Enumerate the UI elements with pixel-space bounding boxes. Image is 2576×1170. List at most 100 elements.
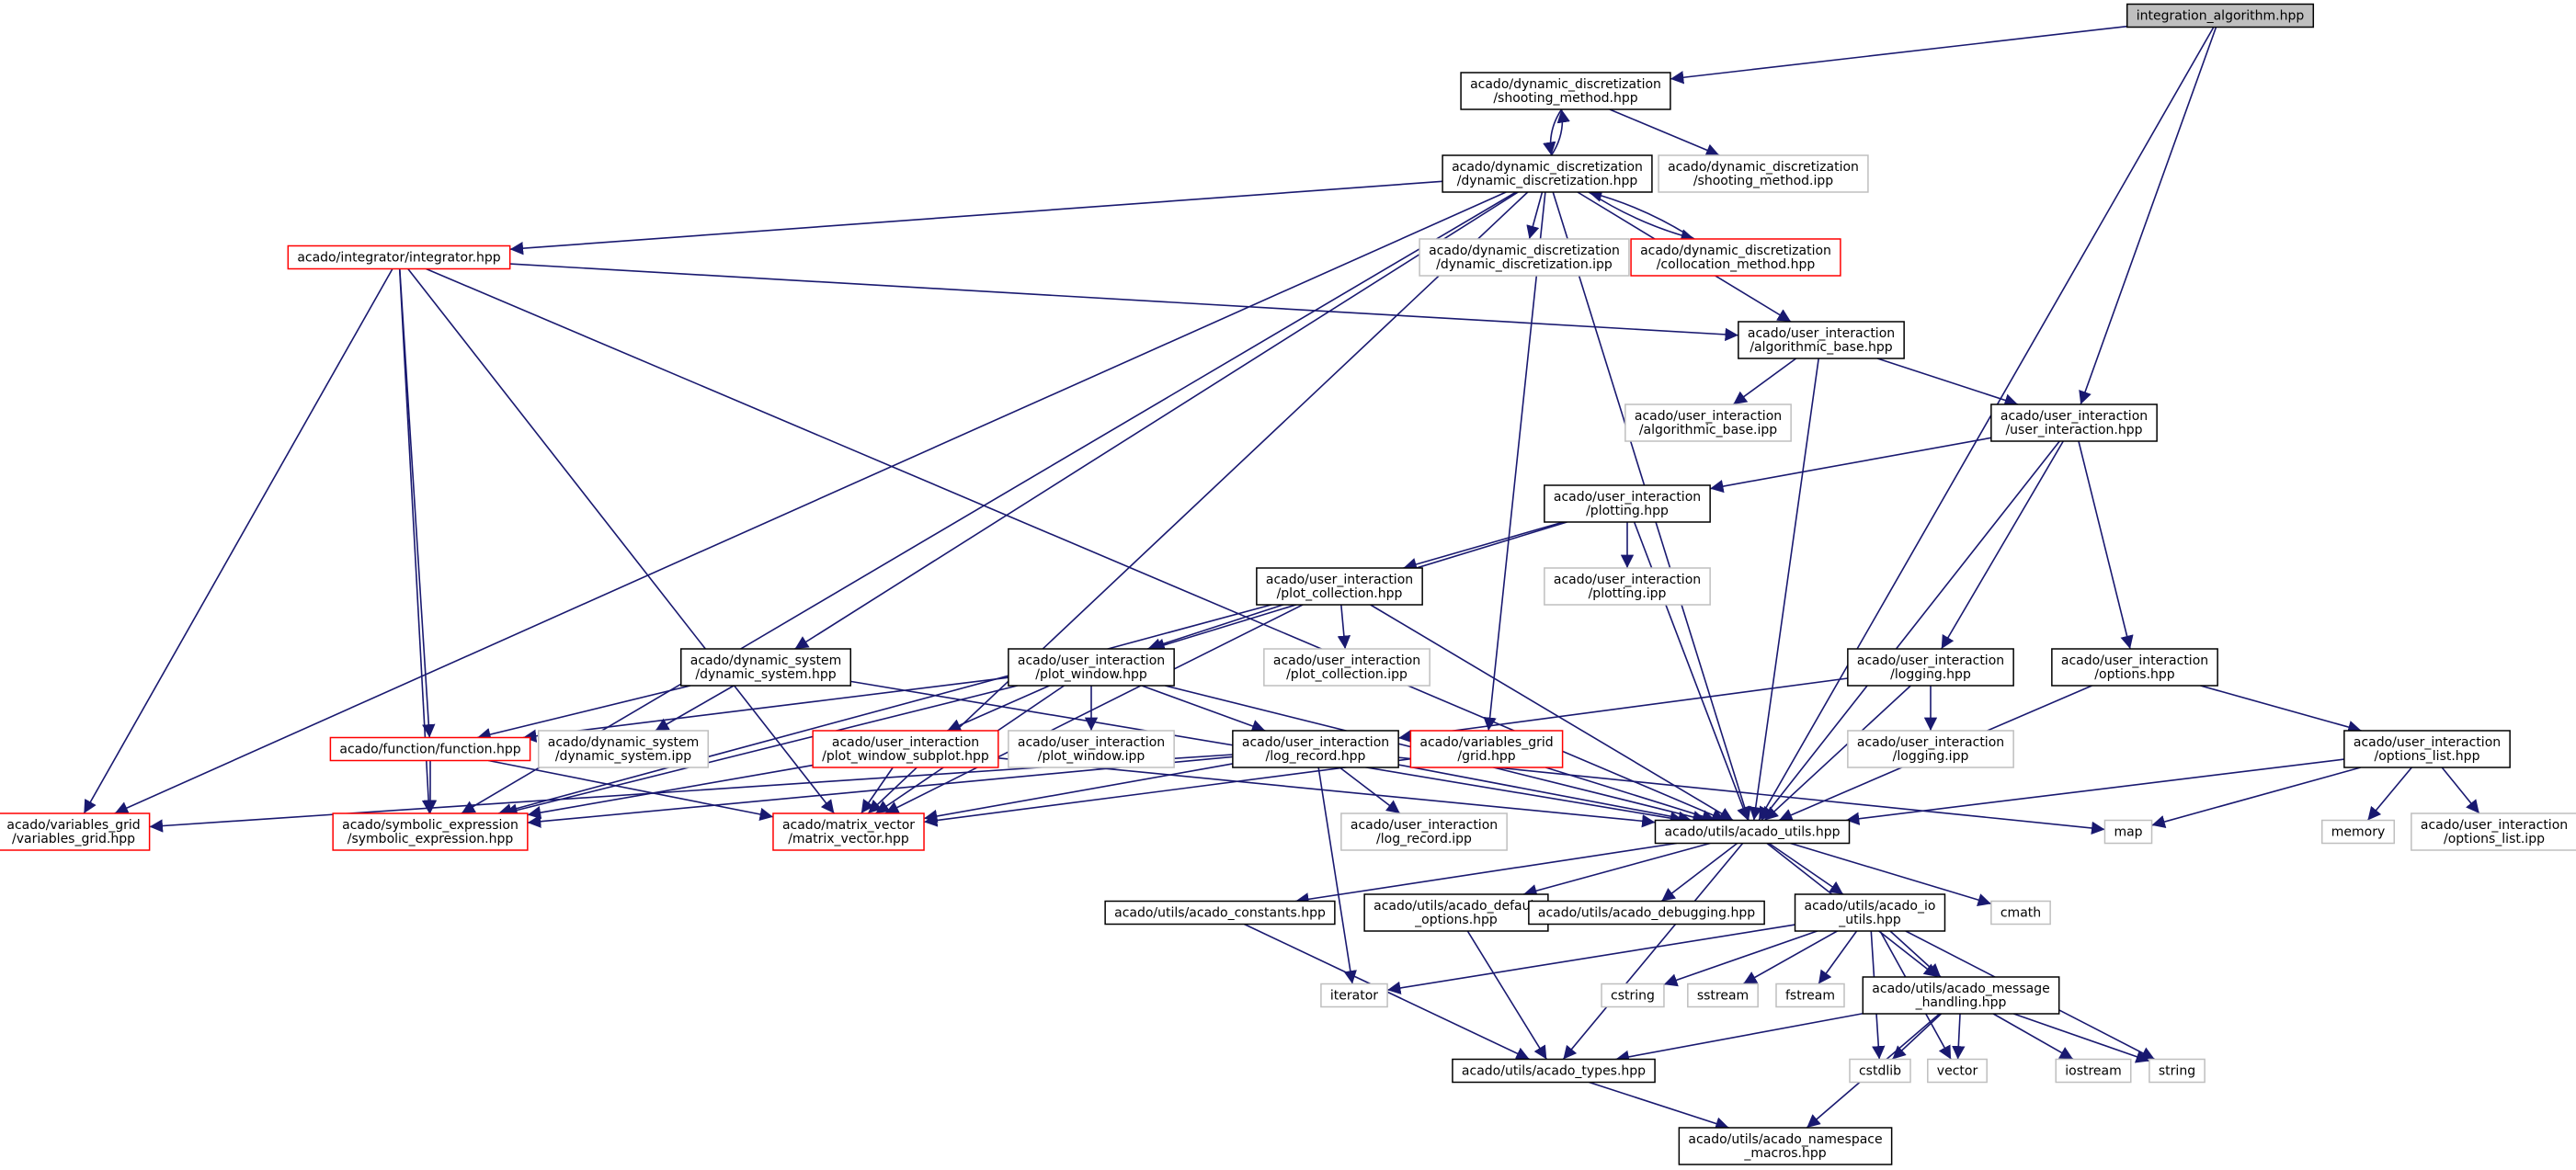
node-acado-dynamic-discretization-collocation-method-hpp[interactable]: acado/dynamic_discretization/collocation… xyxy=(1630,238,1841,277)
node-box xyxy=(287,244,511,270)
edge-logrec_hpp-to-logrec_ipp xyxy=(1339,767,1401,814)
node-acado-symbolic-expression-symbolic-expression-hpp[interactable]: acado/symbolic_expression/symbolic_expre… xyxy=(332,812,529,851)
node-box xyxy=(1104,900,1336,926)
node-box xyxy=(1678,1127,1893,1165)
node-box xyxy=(1008,730,1175,768)
node-acado-user-interaction-options-list-ipp: acado/user_interaction/options_list.ipp xyxy=(2411,812,2576,851)
edge-integrator-to-function xyxy=(398,268,436,738)
node-cmath: cmath xyxy=(1990,900,2051,926)
node-box xyxy=(2103,819,2153,845)
edge-integrator-to-symexpr xyxy=(398,268,436,814)
node-label-line: cstring xyxy=(1611,989,1655,1004)
node-acado-matrix-vector-matrix-vector-hpp[interactable]: acado/matrix_vector/matrix_vector.hpp xyxy=(772,812,925,851)
node-box xyxy=(772,812,925,851)
node-acado-utils-acado-constants-hpp[interactable]: acado/utils/acado_constants.hpp xyxy=(1104,900,1336,926)
edge-grid-to-utils xyxy=(1544,767,1716,824)
edge-algbase_hpp-to-algbase_ipp xyxy=(1732,358,1797,405)
node-box xyxy=(1847,648,2014,687)
node-label-line: acado/dynamic_system xyxy=(548,735,700,750)
node-label-line: /matrix_vector.hpp xyxy=(788,832,909,846)
edge-dynsys_hpp-to-dynsys_ipp xyxy=(655,685,735,732)
node-acado-utils-acado-debugging-hpp[interactable]: acado/utils/acado_debugging.hpp xyxy=(1528,900,1765,926)
node-acado-user-interaction-algorithmic-base-hpp[interactable]: acado/user_interaction/algorithmic_base.… xyxy=(1738,321,1905,359)
edge-function-to-matvec xyxy=(488,759,774,822)
node-label-line: acado/matrix_vector xyxy=(782,818,915,833)
node-label-line: integration_algorithm.hpp xyxy=(2137,9,2305,24)
edge-optlist_hpp-to-optlist_ipp xyxy=(2441,767,2480,814)
node-label-line: sstream xyxy=(1697,989,1749,1004)
node-label-line: acado/utils/acado_types.hpp xyxy=(1462,1064,1646,1079)
node-label-line: /options_list.hpp xyxy=(2375,749,2480,764)
node-acado-variables-grid-grid-hpp[interactable]: acado/variables_grid/grid.hpp xyxy=(1409,730,1564,768)
node-label-line: /plotting.hpp xyxy=(1586,504,1669,518)
node-acado-function-function-hpp[interactable]: acado/function/function.hpp xyxy=(329,736,531,762)
node-box xyxy=(1738,321,1905,359)
edge-utils-to-debugging xyxy=(1660,842,1738,903)
edge-ioutils-to-cstring xyxy=(1663,930,1818,987)
node-acado-utils-acado-io-utils-hpp[interactable]: acado/utils/acado_io_utils.hpp xyxy=(1794,893,1946,932)
edge-dyndisc_hpp-to-shooting_hpp xyxy=(1550,108,1570,156)
node-box xyxy=(1794,893,1946,932)
node-acado-user-interaction-plot-window-ipp: acado/user_interaction/plot_window.ipp xyxy=(1008,730,1175,768)
node-acado-user-interaction-plot-window-hpp[interactable]: acado/user_interaction/plot_window.hpp xyxy=(1008,648,1175,687)
node-acado-integrator-integrator-hpp[interactable]: acado/integrator/integrator.hpp xyxy=(287,244,511,270)
edge-ioutils-to-sstream xyxy=(1742,930,1838,985)
node-box xyxy=(329,736,531,762)
node-integration-algorithm-hpp[interactable]: integration_algorithm.hpp xyxy=(2126,3,2315,28)
node-label-line: vector xyxy=(1937,1064,1978,1079)
node-label-line: /algorithmic_base.ipp xyxy=(1639,423,1777,437)
node-label-line: acado/dynamic_discretization xyxy=(1429,244,1620,258)
node-label-line: map xyxy=(2114,825,2142,840)
node-label-line: string xyxy=(2159,1064,2195,1079)
node-acado-user-interaction-options-hpp[interactable]: acado/user_interaction/options.hpp xyxy=(2051,648,2218,687)
node-box xyxy=(1630,238,1841,277)
edge-userint-to-utils xyxy=(1761,440,2060,821)
node-label-line: /log_record.ipp xyxy=(1376,832,1472,846)
edge-logrec_hpp-to-utils xyxy=(1397,764,1693,824)
node-acado-user-interaction-plot-collection-hpp[interactable]: acado/user_interaction/plot_collection.h… xyxy=(1256,567,1423,606)
node-acado-user-interaction-options-list-hpp[interactable]: acado/user_interaction/options_list.hpp xyxy=(2343,730,2511,768)
edge-integrator-to-utils xyxy=(426,267,1726,822)
edge-optlist_hpp-to-memory xyxy=(2366,767,2412,822)
node-box xyxy=(680,648,851,687)
node-acado-utils-acado-message-handling-hpp[interactable]: acado/utils/acado_message_handling.hpp xyxy=(1862,976,2060,1015)
node-map: map xyxy=(2103,819,2153,845)
node-acado-utils-acado-utils-hpp[interactable]: acado/utils/acado_utils.hpp xyxy=(1654,819,1851,845)
node-acado-utils-acado-namespace-macros-hpp[interactable]: acado/utils/acado_namespace_macros.hpp xyxy=(1678,1127,1893,1165)
node-box xyxy=(1775,983,1845,1008)
node-acado-variables-grid-variables-grid-hpp[interactable]: acado/variables_grid/variables_grid.hpp xyxy=(0,812,151,851)
node-label-line: /dynamic_system.hpp xyxy=(695,667,836,682)
node-box xyxy=(2411,812,2576,851)
node-label-line: /log_record.hpp xyxy=(1266,749,1366,764)
node-box xyxy=(1624,403,1792,442)
node-box xyxy=(2051,648,2218,687)
node-acado-user-interaction-log-record-hpp[interactable]: acado/user_interaction/log_record.hpp xyxy=(1232,730,1399,768)
node-box xyxy=(0,812,151,851)
node-acado-user-interaction-plot-window-subplot-hpp[interactable]: acado/user_interaction/plot_window_subpl… xyxy=(812,730,999,768)
node-box xyxy=(1862,976,2060,1015)
edge-dyndisc_hpp-to-symexpr xyxy=(461,191,1517,814)
node-acado-utils-acado-types-hpp[interactable]: acado/utils/acado_types.hpp xyxy=(1452,1058,1656,1084)
node-acado-dynamic-discretization-shooting-method-hpp[interactable]: acado/dynamic_discretization/shooting_me… xyxy=(1460,72,1671,110)
node-label-line: /plot_collection.ipp xyxy=(1286,667,1408,682)
node-acado-dynamic-system-dynamic-system-hpp[interactable]: acado/dynamic_system/dynamic_system.hpp xyxy=(680,648,851,687)
node-acado-user-interaction-plotting-hpp[interactable]: acado/user_interaction/plotting.hpp xyxy=(1544,484,1711,523)
edge-plotcoll_hpp-to-utils xyxy=(1370,604,1734,822)
node-label-line: acado/dynamic_discretization xyxy=(1470,77,1661,92)
node-iostream: iostream xyxy=(2055,1058,2132,1084)
node-acado-utils-acado-default-options-hpp[interactable]: acado/utils/acado_default_options.hpp xyxy=(1363,893,1549,932)
edge-subplot-to-symexpr xyxy=(527,764,814,820)
node-acado-user-interaction-logging-hpp[interactable]: acado/user_interaction/logging.hpp xyxy=(1847,648,2014,687)
edge-dyndisc_hpp-to-dyndisc_ipp xyxy=(1526,191,1544,240)
node-label-line: /plot_window_subplot.hpp xyxy=(822,749,989,764)
node-box xyxy=(1990,403,2158,442)
node-label-line: acado/user_interaction xyxy=(1748,326,1895,341)
edge-logrec_hpp-to-matvec xyxy=(923,763,1233,824)
edge-ioutils-to-iterator xyxy=(1386,924,1795,995)
node-acado-user-interaction-user-interaction-hpp[interactable]: acado/user_interaction/user_interaction.… xyxy=(1990,403,2158,442)
node-box xyxy=(1601,983,1665,1008)
node-acado-dynamic-discretization-dynamic-discretization-hpp[interactable]: acado/dynamic_discretization/dynamic_dis… xyxy=(1442,154,1653,193)
node-box xyxy=(1340,812,1508,851)
edge-ioutils-to-fstream xyxy=(1818,930,1858,984)
